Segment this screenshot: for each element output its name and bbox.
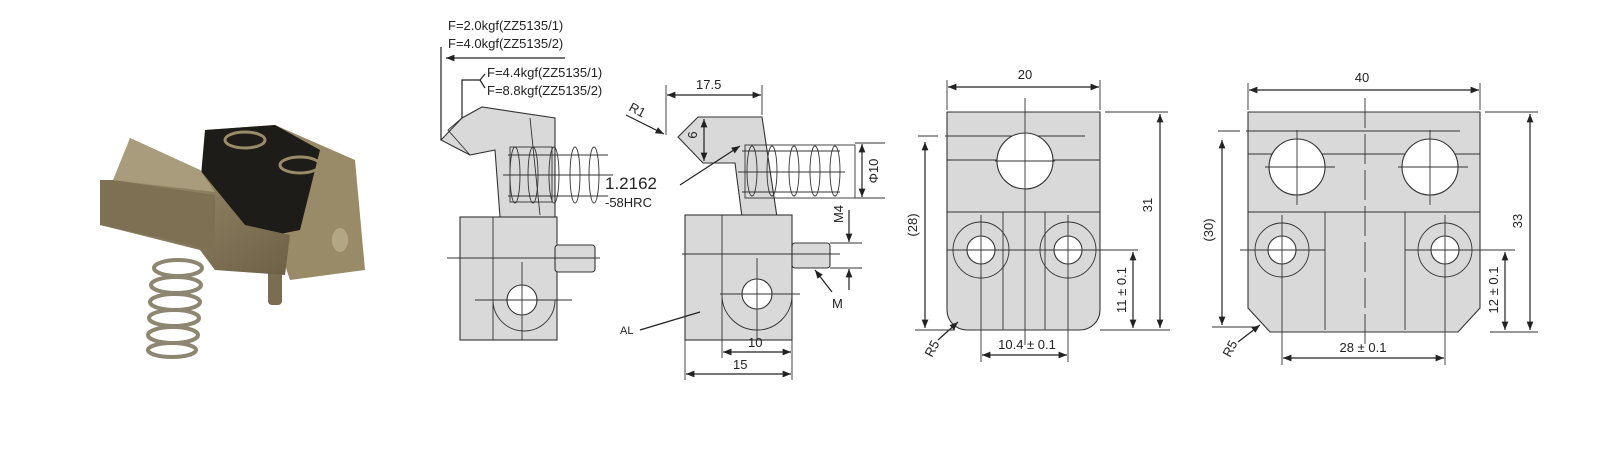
- dim-hole-spacing: 28 ± 0.1: [1340, 340, 1387, 355]
- dim-ref-height: (30): [1201, 218, 1216, 241]
- dim-spring-dia: Φ10: [866, 159, 881, 184]
- dim-m4: M4: [831, 205, 846, 223]
- dim-hole-height: 12 ± 0.1: [1486, 267, 1501, 314]
- dim-height-31: 31: [1140, 198, 1155, 212]
- material-label: 1.2162: [605, 174, 657, 193]
- dim-hole-spacing: 10.4 ± 0.1: [998, 337, 1056, 352]
- spring-icon: [146, 258, 204, 359]
- dim-height-33: 33: [1510, 214, 1525, 228]
- dim-17-5: 17.5: [696, 77, 721, 92]
- dim-ref-height: (28): [905, 213, 920, 236]
- force-label-1b: F=4.0kgf(ZZ5135/2): [448, 36, 563, 51]
- force-label-2b: F=8.8kgf(ZZ5135/2): [487, 83, 602, 98]
- section-view-drawing: 17.5 R1 6 1.2162 -58HRC Φ10 M4 M AL 10 1: [605, 77, 885, 380]
- front-view-double-drawing: 40 33 12 ± 0.1 (30) R5 28 ± 0.1: [1201, 70, 1538, 365]
- hardness-label: -58HRC: [605, 195, 652, 210]
- dim-hole-height: 11 ± 0.1: [1114, 267, 1129, 313]
- body-material-label: AL: [620, 325, 633, 337]
- dim-6: 6: [685, 131, 700, 138]
- radius-r5: R5: [921, 338, 942, 360]
- thread-callout: M: [832, 296, 843, 311]
- radius-r5: R5: [1219, 338, 1240, 360]
- spring-coils: [503, 146, 613, 204]
- radius-r1: R1: [627, 99, 649, 120]
- front-view-single-drawing: 20 31 11 ± 0.1 (28) R5 10.4 ± 0.1: [905, 67, 1170, 362]
- dim-15: 15: [733, 357, 747, 372]
- force-label-2a: F=4.4kgf(ZZ5135/1): [487, 65, 602, 80]
- side-view-drawing: F=2.0kgf(ZZ5135/1) F=4.0kgf(ZZ5135/2) F=…: [440, 18, 613, 341]
- spring-coils: [738, 145, 845, 197]
- product-photo: [100, 125, 365, 359]
- dim-width-20: 20: [1018, 67, 1032, 82]
- force-label-1a: F=2.0kgf(ZZ5135/1): [448, 18, 563, 33]
- dim-10: 10: [748, 335, 762, 350]
- dim-width-40: 40: [1355, 70, 1369, 85]
